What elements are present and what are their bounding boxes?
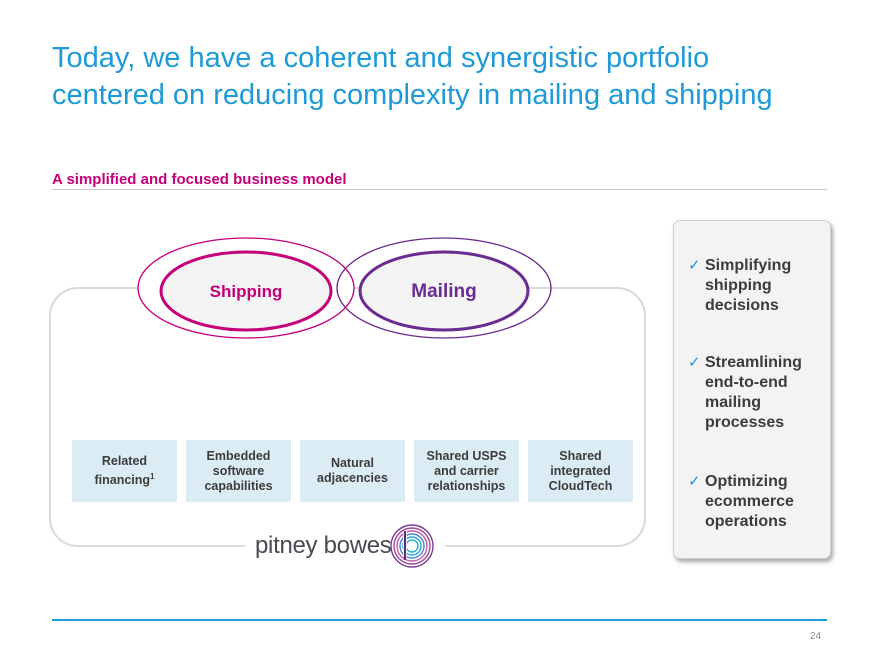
box-label: Natural adjacencies xyxy=(317,456,388,485)
mailing-label: Mailing xyxy=(411,281,477,302)
box-natural-adjacencies: Natural adjacencies xyxy=(300,440,405,502)
bullet-text: Optimizing ecommerce operations xyxy=(705,473,794,530)
slide-title: Today, we have a coherent and synergisti… xyxy=(52,40,852,114)
title-line-1: Today, we have a coherent and synergisti… xyxy=(52,42,710,74)
benefits-panel: ✓ Simplifying shipping decisions ✓ Strea… xyxy=(673,220,831,559)
check-icon: ✓ xyxy=(688,257,701,274)
mailing-outer-oval xyxy=(336,237,552,339)
shipping-inner-oval xyxy=(159,250,333,332)
bullet-text: Streamlining end-to-end mailing processe… xyxy=(705,354,802,431)
pitney-bowes-wordmark: pitney bowes xyxy=(255,532,392,559)
page-number: 24 xyxy=(810,631,822,642)
outer-frame xyxy=(49,287,646,547)
footnote-marker: 1 xyxy=(150,471,155,481)
mailing-inner-oval xyxy=(358,250,530,332)
pitney-bowes-logo-mark xyxy=(390,524,434,568)
box-shared-usps: Shared USPS and carrier relationships xyxy=(414,440,519,502)
bullet-streamlining: ✓ Streamlining end-to-end mailing proces… xyxy=(688,353,828,433)
box-related-financing: Related financing1 xyxy=(72,440,177,502)
subtitle-rule xyxy=(52,189,827,190)
box-label: Embedded software capabilities xyxy=(204,448,273,493)
bullet-simplifying: ✓ Simplifying shipping decisions xyxy=(688,256,828,316)
box-label: Shared integrated CloudTech xyxy=(548,448,613,493)
shipping-label: Shipping xyxy=(209,282,283,301)
title-line-2: centered on reducing complexity in maili… xyxy=(52,79,773,111)
check-icon: ✓ xyxy=(688,473,701,490)
check-icon: ✓ xyxy=(688,354,701,371)
box-shared-cloudtech: Shared integrated CloudTech xyxy=(528,440,633,502)
section-subtitle: A simplified and focused business model xyxy=(52,171,347,188)
footer-rule xyxy=(52,619,827,621)
box-embedded-software: Embedded software capabilities xyxy=(186,440,291,502)
bullet-optimizing: ✓ Optimizing ecommerce operations xyxy=(688,472,828,532)
box-label: Related financing xyxy=(94,453,151,488)
box-label: Shared USPS and carrier relationships xyxy=(426,448,507,493)
bullet-text: Simplifying shipping decisions xyxy=(705,257,792,314)
